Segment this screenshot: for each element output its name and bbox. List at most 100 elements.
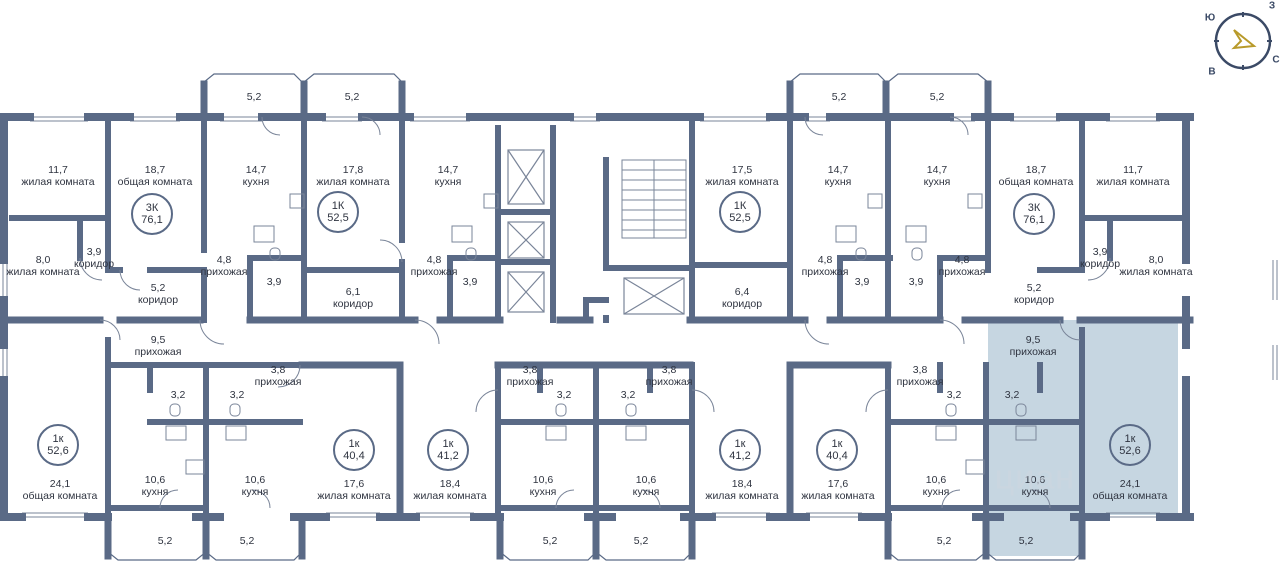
apartment-area: 76,1 [1023, 214, 1045, 226]
room-name: общая комната [22, 490, 98, 502]
room-label: 3,2 [1005, 389, 1020, 401]
room-name: кухня [242, 176, 270, 188]
room-area: 24,1 [49, 478, 71, 490]
room-label: 3,9 [909, 276, 924, 288]
apartment-area: 52,5 [729, 212, 751, 224]
room-name: коридор [1079, 258, 1121, 270]
room-area: 8,0 [35, 254, 51, 266]
apartment-area: 52,5 [327, 212, 349, 224]
room-name: кухня [824, 176, 852, 188]
room-area: 3,8 [270, 364, 286, 376]
room-area: 18,4 [731, 478, 753, 490]
room-name: кухня [529, 486, 557, 498]
room-area: 18,7 [1025, 164, 1047, 176]
room-area: 3,9 [908, 276, 924, 288]
apartment-type: 1к [831, 438, 843, 450]
apartment-area: 52,6 [1119, 445, 1141, 457]
room-area: 10,6 [925, 474, 947, 486]
room-area: 18,7 [144, 164, 166, 176]
room-area: 3,9 [86, 246, 102, 258]
elevator-shafts [507, 149, 685, 315]
room-area: 4,8 [216, 254, 232, 266]
room-area: 24,1 [1119, 478, 1141, 490]
room-label: 3,2 [557, 389, 572, 401]
room-name: коридор [721, 298, 763, 310]
room-area: 6,1 [345, 286, 361, 298]
room-area: 5,2 [150, 282, 166, 294]
room-name: прихожая [410, 266, 458, 278]
compass-ring [1214, 12, 1272, 70]
room-name: прихожая [645, 376, 693, 388]
apartment-area: 40,4 [826, 450, 848, 462]
room-name: жилая комната [317, 490, 391, 502]
balcony-area: 5,2 [936, 535, 952, 547]
balcony-area: 5,2 [157, 535, 173, 547]
room-area: 3,9 [266, 276, 282, 288]
apartment-type: 1к [52, 433, 64, 445]
room-area: 3,8 [661, 364, 677, 376]
apartment-area: 41,2 [729, 450, 751, 462]
apartment-type: 3К [1027, 202, 1041, 214]
room-label: 3,2 [171, 389, 186, 401]
room-name: кухня [1021, 486, 1049, 498]
balcony-area: 5,2 [929, 91, 945, 103]
room-area: 3,9 [854, 276, 870, 288]
room-area: 3,8 [912, 364, 928, 376]
apartment-area: 41,2 [437, 450, 459, 462]
room-name: общая комната [998, 176, 1074, 188]
room-name: коридор [137, 294, 179, 306]
room-area: 10,6 [532, 474, 554, 486]
room-area: 4,8 [426, 254, 442, 266]
room-name: кухня [141, 486, 169, 498]
room-area: 17,8 [342, 164, 364, 176]
room-name: общая комната [1092, 490, 1168, 502]
room-name: коридор [1013, 294, 1055, 306]
room-area: 17,6 [827, 478, 849, 490]
room-name: прихожая [134, 346, 182, 358]
room-name: жилая комната [1119, 266, 1193, 278]
watermark: циан [994, 458, 1076, 497]
room-area: 4,8 [954, 254, 970, 266]
room-name: жилая комната [6, 266, 80, 278]
room-name: жилая комната [316, 176, 390, 188]
compass: Ю З В С [1205, 1, 1280, 78]
staircase [621, 159, 687, 239]
room-label: 3,9 [463, 276, 478, 288]
room-name: прихожая [896, 376, 944, 388]
compass-west: З [1268, 0, 1276, 12]
room-area: 10,6 [635, 474, 657, 486]
apartment-type: 1к [734, 438, 746, 450]
room-area: 17,6 [343, 478, 365, 490]
room-name: прихожая [254, 376, 302, 388]
room-area: 3,2 [1004, 389, 1020, 401]
